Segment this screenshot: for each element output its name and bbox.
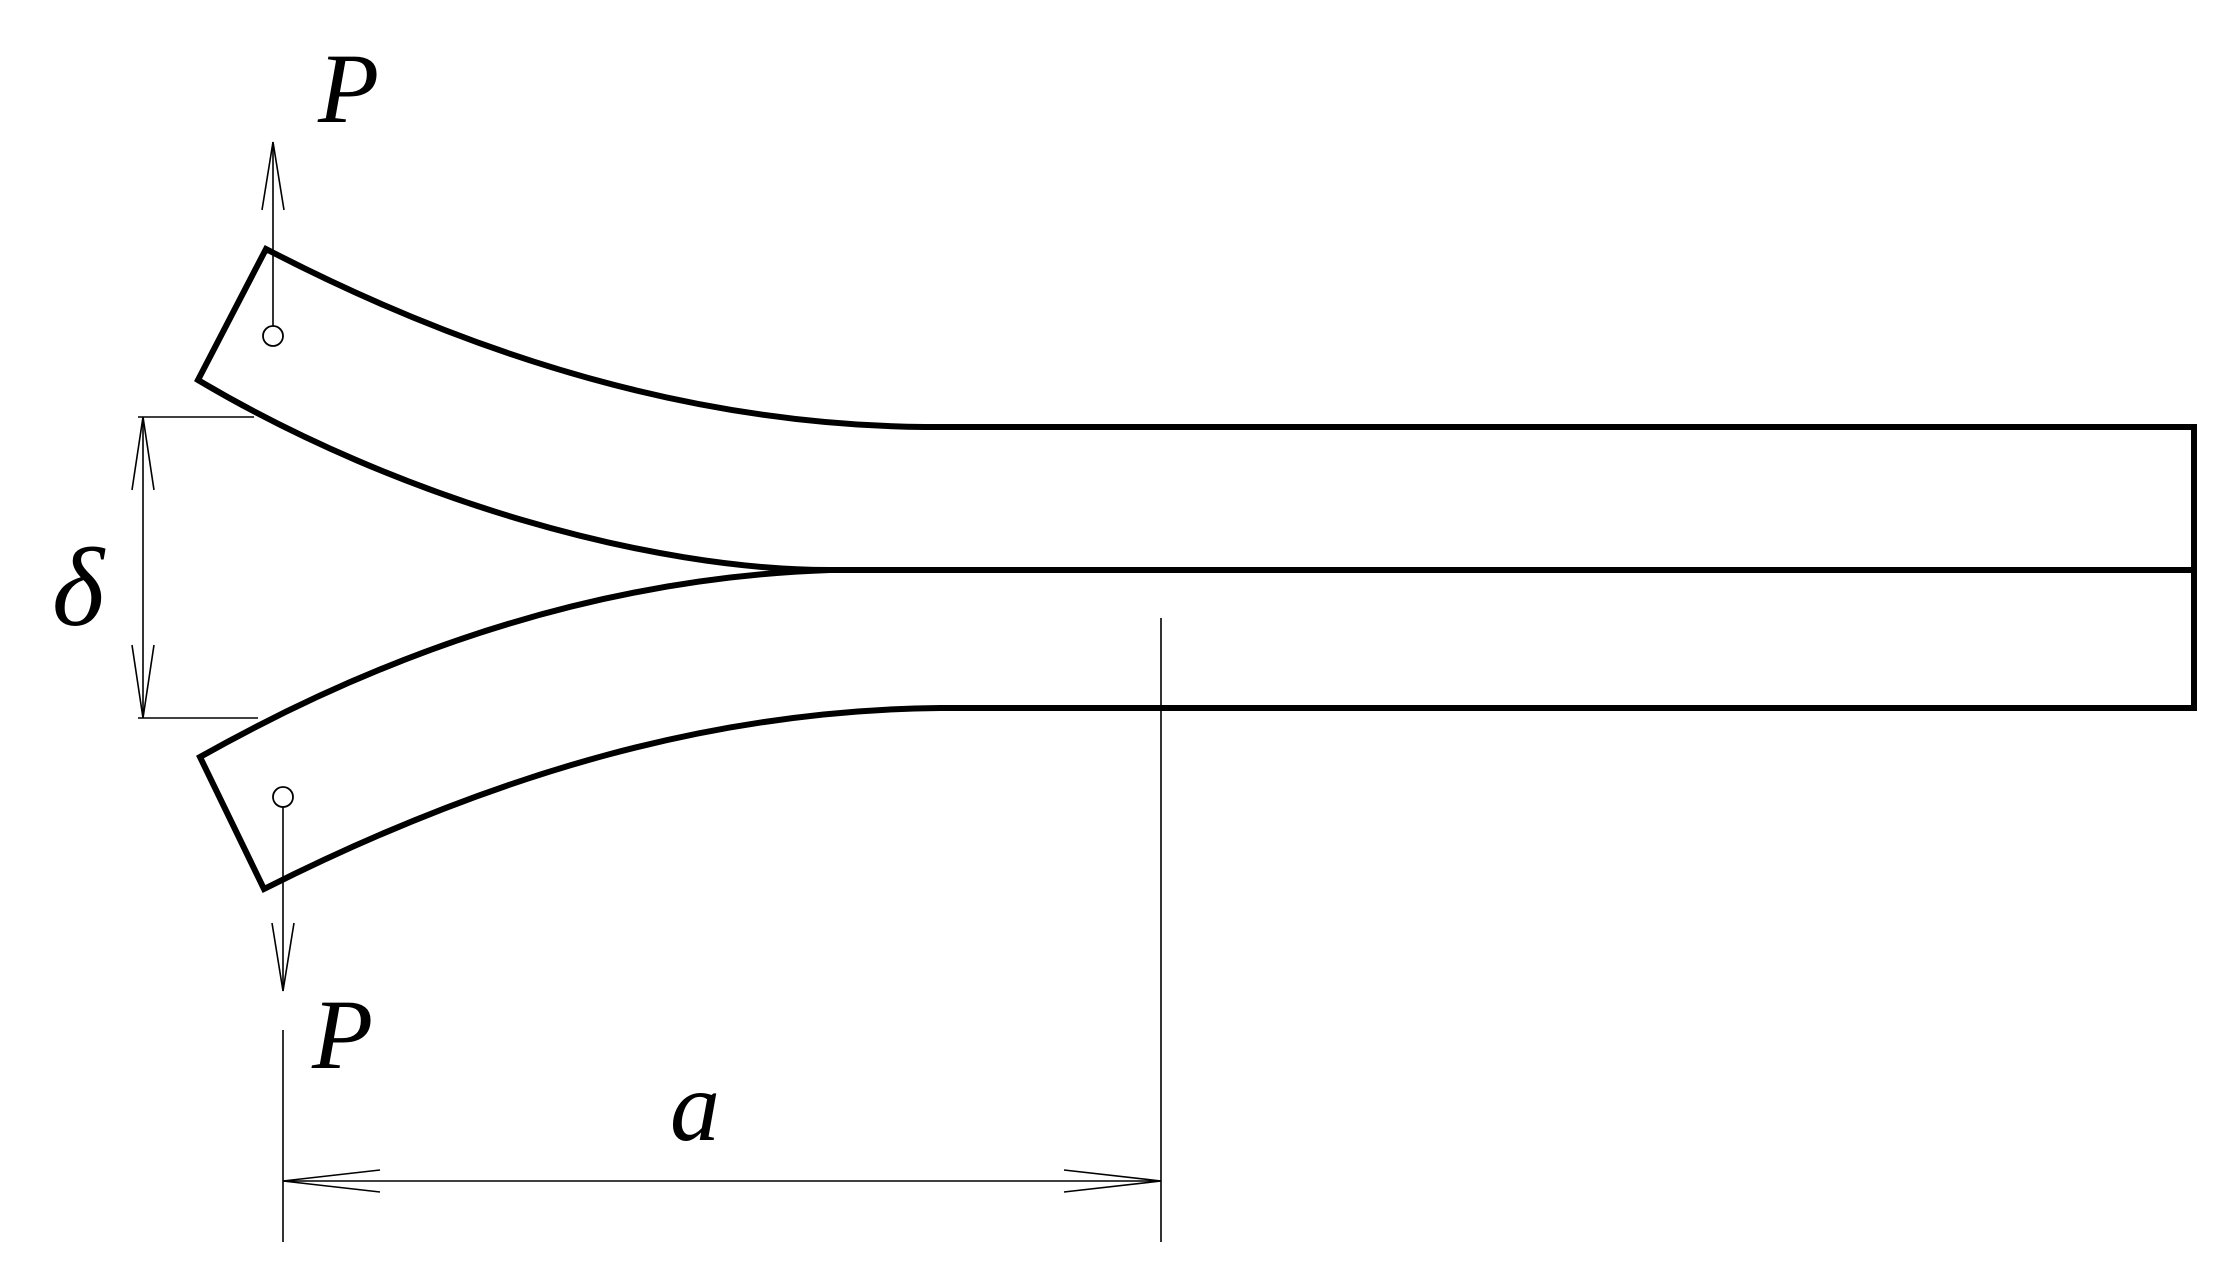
opening-displacement-label: δ: [52, 526, 106, 650]
lower-arm-outline: [196, 567, 2197, 894]
specimen-outline: [194, 244, 2197, 894]
upper-arm-outline: [194, 244, 2197, 573]
load-label-bottom: P: [311, 979, 373, 1090]
lower-load-arrow: [271, 807, 295, 992]
upper-load-arrow: [261, 141, 285, 326]
crack-length-dimension: [282, 618, 1162, 1242]
opening-displacement-dimension: [131, 416, 258, 719]
load-label-top: P: [317, 33, 379, 144]
crack-length-label: a: [670, 1051, 720, 1162]
upper-load-pin: [262, 325, 284, 347]
lower-load-pin: [272, 786, 294, 808]
